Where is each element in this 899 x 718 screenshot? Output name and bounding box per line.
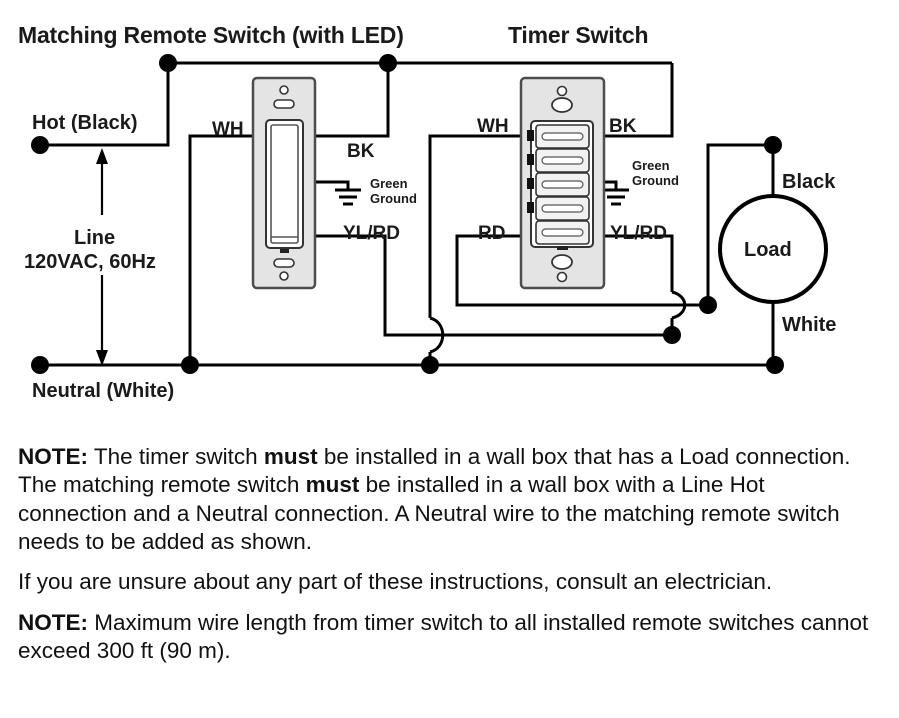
- timer-switch-graphic: [519, 76, 606, 290]
- timer-button-1-bar: [541, 132, 584, 141]
- wiring-diagram: Matching Remote Switch (with LED) Timer …: [18, 22, 837, 402]
- notes-spacer-2: [0, 599, 899, 609]
- timer-top-screw-icon: [556, 85, 568, 97]
- label-timer-rd: RD: [478, 223, 506, 244]
- node-hot-terminal: [31, 136, 49, 154]
- wire-layer: [40, 61, 775, 367]
- node-neutral-timer: [421, 356, 439, 374]
- wire-timer-bk: [604, 63, 674, 138]
- label-timer-ylrd: YL/RD: [610, 223, 667, 244]
- wire-hot-to-remote: [40, 63, 170, 147]
- timer-button-2-bar: [541, 156, 584, 165]
- timer-led-3: [527, 178, 534, 189]
- note-1-text: The timer switch must be installed in a …: [18, 444, 851, 555]
- junction-dots: [31, 54, 784, 374]
- note-3: NOTE: Maximum wire length from timer swi…: [0, 609, 899, 666]
- label-remote-wh: WH: [212, 119, 244, 140]
- label-line: Line: [74, 227, 116, 249]
- remote-bottom-screw-icon: [279, 271, 289, 281]
- timer-led-1: [527, 130, 534, 141]
- wire-timer-rd: [455, 234, 708, 307]
- label-remote-ground-1: Green: [370, 176, 408, 191]
- node-neutral-load: [766, 356, 784, 374]
- timer-button-5-bar: [541, 228, 584, 237]
- timer-led-4: [527, 202, 534, 213]
- timer-led-2: [527, 154, 534, 165]
- timer-led-indicator: [557, 246, 568, 250]
- note-3-text: Maximum wire length from timer switch to…: [18, 609, 869, 664]
- node-top-left: [159, 54, 177, 72]
- wire-remote-bk: [315, 63, 390, 138]
- remote-top-slot-icon: [273, 99, 295, 109]
- diagram-svg: [31, 54, 828, 374]
- label-load-black: Black: [782, 171, 836, 193]
- label-hot: Hot (Black): [32, 112, 138, 134]
- wire-load-black-feed: [706, 143, 773, 305]
- label-line-voltage: 120VAC, 60Hz: [24, 251, 156, 273]
- note-2: If you are unsure about any part of thes…: [18, 569, 773, 595]
- notes-spacer-1: [0, 558, 899, 568]
- remote-bottom-slot-icon: [273, 258, 295, 268]
- wire-remote-wh: [188, 134, 253, 365]
- label-remote-ground-2: Ground: [370, 191, 417, 206]
- timer-top-slot-icon: [551, 97, 573, 113]
- timer-button-3-bar: [541, 180, 584, 189]
- node-load-black: [764, 136, 782, 154]
- wire-remote-ylrd: [315, 234, 672, 337]
- wire-timer-ground: [604, 180, 618, 190]
- wire-timer-ylrd-upper: [604, 234, 674, 292]
- timer-button-4-bar: [541, 204, 584, 213]
- label-remote-bk: BK: [347, 141, 375, 162]
- label-timer-ground-1: Green: [632, 158, 670, 173]
- remote-led-indicator: [280, 249, 289, 253]
- node-neutral-terminal: [31, 356, 49, 374]
- line-arrow-down: [96, 350, 108, 366]
- line-arrow-up: [96, 148, 108, 164]
- label-remote-ylrd: YL/RD: [343, 223, 400, 244]
- timer-bottom-slot-icon: [551, 254, 573, 270]
- node-neutral-remote: [181, 356, 199, 374]
- label-timer-wh: WH: [477, 116, 509, 137]
- note-1-prefix: NOTE:: [18, 444, 88, 469]
- title-timer-switch: Timer Switch: [508, 22, 649, 48]
- label-timer-bk: BK: [609, 116, 637, 137]
- remote-switch-graphic: [251, 76, 317, 290]
- note-1: NOTE: The timer switch must be installed…: [0, 443, 899, 556]
- notes-section: NOTE: The timer switch must be installed…: [0, 443, 899, 667]
- node-ylrd-junction: [663, 326, 681, 344]
- label-load-white: White: [782, 314, 837, 336]
- remote-paddle[interactable]: [270, 124, 299, 244]
- label-timer-ground-2: Ground: [632, 173, 679, 188]
- node-rd-junction: [699, 296, 717, 314]
- note-3-prefix: NOTE:: [18, 609, 88, 635]
- label-load: Load: [744, 239, 792, 261]
- wire-remote-ground: [315, 180, 350, 190]
- remote-top-screw-icon: [279, 85, 289, 95]
- wire-hop-timer-ylrd: [671, 290, 687, 320]
- node-top-remote-bk: [379, 54, 397, 72]
- timer-ground-symbol: [601, 188, 631, 206]
- remote-ground-symbol: [333, 188, 363, 206]
- wire-timer-wh-upper: [428, 134, 521, 318]
- timer-bottom-screw-icon: [556, 271, 568, 283]
- load-circle: [718, 194, 828, 304]
- title-remote-switch: Matching Remote Switch (with LED): [18, 22, 404, 48]
- label-neutral: Neutral (White): [32, 380, 175, 402]
